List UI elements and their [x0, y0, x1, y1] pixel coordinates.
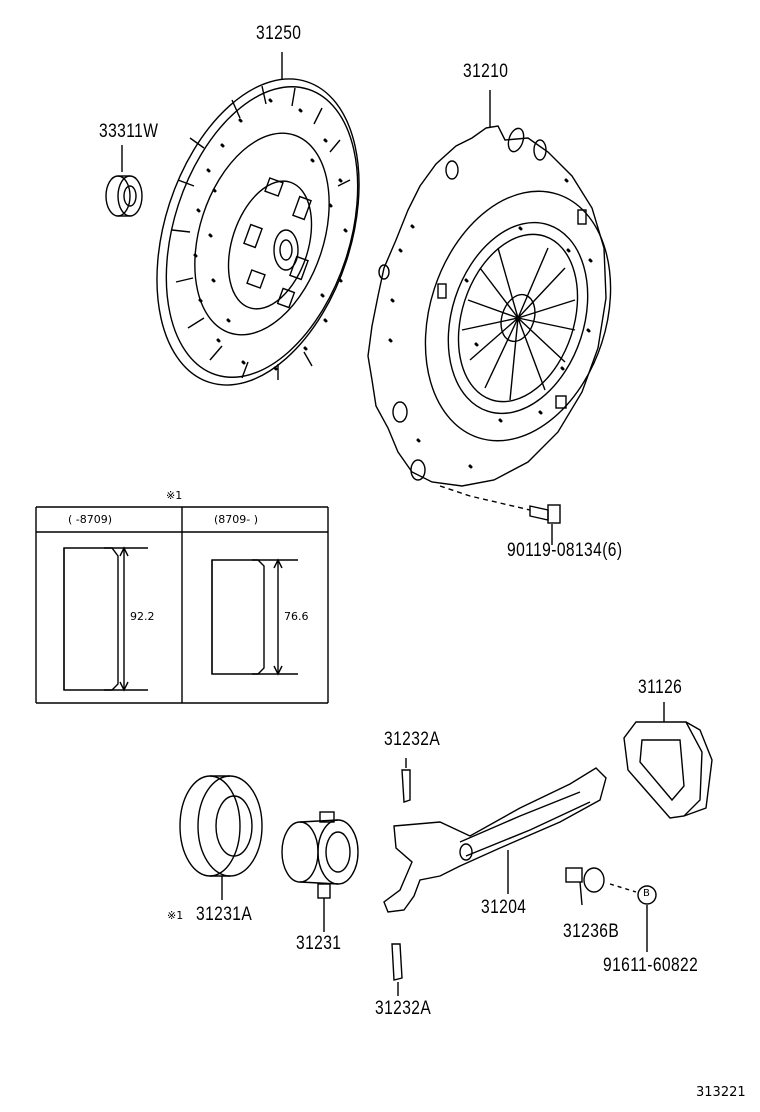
- pilot-bearing-drawing: [105, 145, 143, 217]
- release-bearing-label: 31231A: [196, 904, 253, 925]
- release-hub-drawing: [281, 811, 359, 932]
- pilot-bearing-label: 33311W: [99, 121, 159, 142]
- release-hub-label: 31231: [296, 933, 342, 954]
- release-fork-drawing: [383, 758, 607, 996]
- fork-support-drawing: [565, 867, 657, 952]
- clutch-cover-label: 31210: [463, 61, 509, 82]
- note-table-col1-dim: 92.2: [130, 610, 155, 623]
- fork-clip-top-label: 31232A: [384, 729, 441, 750]
- clutch-cover-drawing: [367, 90, 612, 511]
- figure-id: 313221: [696, 1085, 746, 1100]
- note-table-col2-header: (8709- ): [214, 513, 259, 526]
- clutch-disc-drawing: [156, 52, 360, 386]
- note-table-col2-dim: 76.6: [284, 610, 309, 623]
- support-subpart-label: 91611-60822: [603, 955, 699, 976]
- boot-drawing: [623, 702, 713, 819]
- release-bearing-drawing: [179, 775, 263, 900]
- release-fork-label: 31204: [481, 897, 527, 918]
- clutch-disc-label: 31250: [256, 23, 302, 44]
- note-table: [35, 506, 329, 704]
- note-table-mark: ※1: [166, 489, 183, 502]
- release-bearing-mark: ※1: [167, 909, 184, 922]
- note-table-col1-header: ( -8709): [68, 513, 113, 526]
- callout-b-label: B: [643, 888, 650, 899]
- fork-support-label: 31236B: [563, 921, 620, 942]
- cover-bolt-label: 90119-08134(6): [507, 540, 623, 561]
- boot-label: 31126: [638, 677, 683, 698]
- fork-clip-bottom-label: 31232A: [375, 998, 432, 1019]
- cover-bolt-drawing: [529, 504, 561, 545]
